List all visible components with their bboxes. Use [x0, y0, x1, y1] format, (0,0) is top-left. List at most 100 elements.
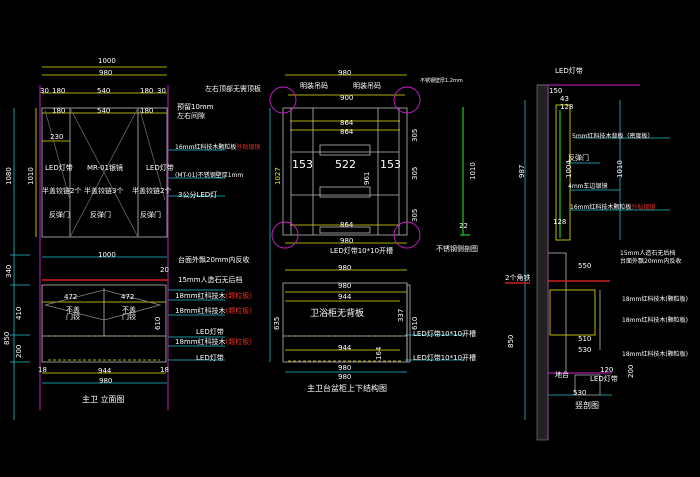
- callout-gap: 左右间隙: [177, 112, 205, 120]
- label-overhang: 台面外飘20mm内反收: [620, 258, 682, 265]
- dim-980: 980: [338, 282, 352, 290]
- dim-472: 472: [121, 293, 135, 301]
- title-elevation: 主卫 立面图: [82, 395, 125, 404]
- dim-530: 530: [573, 389, 587, 397]
- label-led-slot: LED灯带10*10开槽: [413, 354, 477, 362]
- dim-944: 944: [338, 293, 352, 301]
- dim-180: 180: [140, 107, 154, 115]
- label-board: 16mm红科技木颗粒板外贴银镜: [570, 205, 655, 211]
- callout-text-red: 外贴银镜: [236, 144, 261, 151]
- label-led: LED灯带: [590, 375, 618, 383]
- callout-led: LED灯带: [196, 328, 224, 336]
- label-back-panel: 5mm红科技木背板（密度板）: [572, 133, 654, 140]
- dim-150: 150: [549, 87, 563, 95]
- label-board: 18mm红科技木(颗粒板): [622, 317, 689, 324]
- label-door: 反弹门: [49, 211, 70, 219]
- label-led-right: LED灯带: [146, 164, 174, 172]
- label-base: 地台: [555, 371, 569, 379]
- label-hinge: 半盖铰链2个: [132, 187, 172, 195]
- label-no-hinge: 不盖门铰: [122, 306, 136, 321]
- dim-43: 43: [560, 95, 569, 103]
- dim-900: 900: [340, 94, 354, 102]
- label-hanger: 明装吊码: [353, 82, 381, 90]
- dim-980: 980: [99, 69, 113, 77]
- label-led: LED灯带: [555, 67, 583, 75]
- dim-980: 980: [99, 377, 113, 385]
- dim-1010: 1010: [469, 162, 477, 180]
- dim-550: 550: [578, 262, 592, 270]
- title-steel-section: 不锈钢侧剖图: [436, 245, 478, 253]
- note-steel-thickness: 不锈钢壁厚1.2mm: [420, 78, 463, 84]
- dim-944: 944: [98, 367, 112, 375]
- label-corner-iron: 2个角铁: [505, 274, 531, 282]
- dim-530: 530: [578, 346, 592, 354]
- callout-reserve: 预留10mm: [177, 103, 214, 111]
- callout-text: 16mm红科技木颗粒板: [570, 204, 632, 211]
- dim-340: 340: [5, 264, 13, 278]
- dim-980: 980: [338, 364, 352, 372]
- dim-22: 22: [459, 222, 468, 230]
- dim-980: 980: [338, 264, 352, 272]
- callout-board: 16mm红科技木颗粒板外贴银镜: [175, 145, 260, 151]
- dim-850: 850: [3, 331, 11, 345]
- label-door: 反弹门: [568, 154, 589, 162]
- label-board: 18mm红科技木(颗粒板): [622, 351, 689, 358]
- dim-850: 850: [507, 334, 515, 348]
- dim-200: 200: [15, 344, 23, 358]
- dim-472: 472: [64, 293, 78, 301]
- dim-153: 153: [292, 158, 313, 171]
- dim-18: 18: [38, 366, 47, 374]
- dim-1004: 1004: [565, 160, 573, 178]
- dim-120: 120: [600, 366, 614, 374]
- dim-180: 180: [140, 87, 154, 95]
- dim-510: 510: [578, 335, 592, 343]
- label-hinge: 半盖铰链2个: [42, 187, 82, 195]
- callout-text: 16mm红科技木颗粒板: [175, 144, 237, 151]
- callout-board: 18mm红科技木(颗粒板): [175, 308, 252, 315]
- dim-164: 164: [375, 346, 383, 360]
- dim-128: 128: [560, 103, 574, 111]
- dim-153: 153: [380, 158, 401, 171]
- callout-overhang: 台面外飘20mm内反收: [178, 256, 250, 264]
- label-board: 18mm红科技木(颗粒板): [622, 296, 689, 303]
- callout-no-top-panel: 左右顶部无需顶板: [205, 85, 261, 93]
- callout-text: 18mm红科技木: [175, 338, 226, 346]
- label-cabinet: 卫浴柜无背板: [310, 309, 365, 319]
- dim-20: 20: [160, 266, 169, 274]
- dim-864: 864: [340, 119, 354, 127]
- dim-1080: 1080: [5, 167, 13, 185]
- label-stone: 15mm人造石无后档: [620, 250, 676, 257]
- dim-200: 200: [627, 364, 635, 378]
- label-led-slot: LED灯带10*10开槽: [330, 247, 394, 255]
- label-hanger: 明装吊码: [300, 82, 328, 90]
- callout-led: 3公分LED灯: [178, 191, 218, 199]
- dim-1010: 1010: [616, 160, 624, 178]
- dim-864: 864: [340, 221, 354, 229]
- dim-540: 540: [97, 87, 111, 95]
- callout-text: 18mm红科技木: [175, 292, 226, 300]
- dim-180: 180: [52, 87, 66, 95]
- label-led-slot: LED灯带10*10开槽: [413, 330, 477, 338]
- dim-522: 522: [335, 158, 356, 171]
- dim-1000: 1000: [98, 57, 116, 65]
- dim-1027: 1027: [274, 167, 282, 185]
- dim-30: 30: [40, 87, 49, 95]
- callout-board: 18mm红科技木(颗粒板): [175, 293, 252, 300]
- label-door: 反弹门: [90, 211, 111, 219]
- dim-540: 540: [97, 107, 111, 115]
- dim-980: 980: [338, 69, 352, 77]
- dim-610: 610: [154, 316, 162, 330]
- dim-410: 410: [15, 306, 23, 320]
- dim-864: 864: [340, 128, 354, 136]
- dim-987: 987: [518, 164, 526, 178]
- callout-text: 18mm红科技木: [175, 307, 226, 315]
- dim-305: 305: [411, 208, 419, 222]
- title-structure: 主卫台盆柜上下结构图: [307, 384, 387, 393]
- callout-text-red: (颗粒板): [225, 292, 253, 300]
- label-led-left: LED灯带: [45, 164, 73, 172]
- callout-text-red: 外贴银镜: [631, 204, 656, 211]
- dim-980: 980: [340, 237, 354, 245]
- dim-980: 980: [338, 373, 352, 381]
